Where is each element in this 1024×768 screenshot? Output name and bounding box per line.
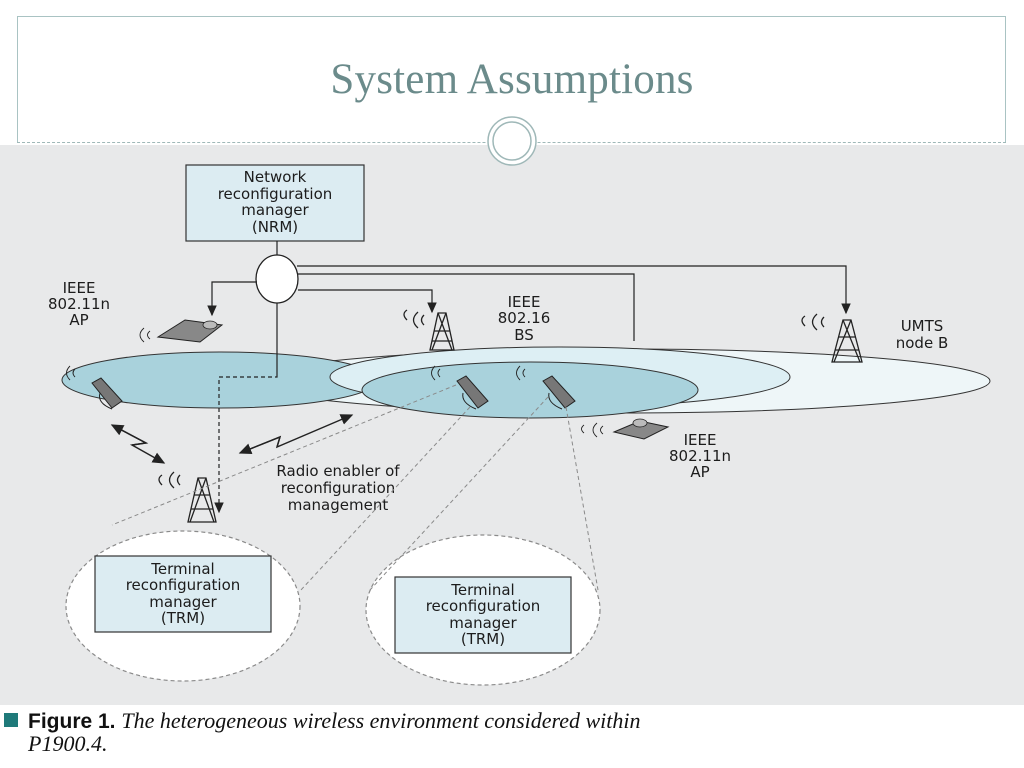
trm-left-line-2: reconfiguration: [126, 576, 241, 594]
figure-caption: Figure 1. The heterogeneous wireless env…: [4, 710, 1019, 756]
ap-left-line-3: AP: [69, 311, 88, 329]
radio-enabler-line-2: reconfiguration: [281, 479, 396, 497]
title-frame: [17, 16, 1006, 142]
umts-tower-icon: [801, 313, 863, 363]
link-to-umts: [297, 265, 851, 315]
trm-right-line-2: reconfiguration: [426, 597, 541, 615]
bs-line-3: BS: [514, 326, 534, 344]
trm-left-line-4: (TRM): [161, 609, 205, 627]
trm-right-line-3: manager: [449, 614, 517, 632]
ap-right-coverage-ellipse: [361, 361, 699, 419]
trm-left-box: [94, 555, 272, 633]
radio-enabler-line-1: Radio enabler of: [276, 462, 400, 480]
bs-tower-icon: [403, 309, 455, 351]
dashed-link-to-tower: [214, 375, 278, 514]
nrm-box: [185, 164, 365, 242]
nrm-line-2: reconfiguration: [218, 185, 333, 203]
trm-right-line-4: (TRM): [461, 630, 505, 648]
radio-enabler-line-3: management: [288, 496, 389, 514]
caption-figure-label: Figure 1.: [28, 710, 116, 733]
terminal-right-icon: [516, 365, 576, 410]
trm-right-box: [394, 576, 572, 654]
zoom-line-1: [111, 384, 457, 526]
nrm-line-4: (NRM): [252, 218, 298, 236]
network-diagram: Network reconfiguration manager (NRM) IE…: [48, 164, 991, 686]
ap-right-line-1: IEEE: [684, 431, 717, 449]
link-to-bs: [298, 289, 437, 314]
trm-left-line-1: Terminal: [150, 560, 214, 578]
ap-left-line-1: IEEE: [63, 279, 96, 297]
zoom-line-3: [369, 396, 549, 591]
umts-line-2: node B: [896, 334, 949, 352]
bs-line-2: 802.16: [498, 309, 551, 327]
link-to-right-branch: [297, 273, 635, 341]
link-to-ap-left: [207, 281, 257, 317]
terminal-middle-icon: [431, 365, 489, 410]
nrm-line-3: manager: [241, 201, 309, 219]
bs-line-1: IEEE: [508, 293, 541, 311]
caption-text-line-1: The heterogeneous wireless environment c…: [121, 708, 641, 733]
router-oval: [255, 254, 299, 304]
caption-text-line-2: P1900.4.: [28, 731, 108, 756]
ap-right-line-3: AP: [690, 463, 709, 481]
ap-right-device-icon: [581, 418, 670, 440]
nrm-line-1: Network: [244, 168, 307, 186]
caption-bullet-icon: [4, 713, 18, 727]
terminal-left-icon: [66, 365, 123, 410]
radio-link-left: [110, 424, 166, 464]
title-ornament-icon: [487, 116, 537, 166]
zoom-line-4: [565, 406, 599, 591]
ap-left-device-icon: [139, 319, 224, 343]
ap-left-line-2: 802.11n: [48, 295, 110, 313]
figure-panel: Network reconfiguration manager (NRM) IE…: [0, 145, 1024, 705]
trm-left-line-3: manager: [149, 593, 217, 611]
trm-right-line-1: Terminal: [450, 581, 514, 599]
radio-link-middle: [238, 414, 354, 455]
small-tower-icon: [158, 471, 217, 523]
slide-title: System Assumptions: [330, 56, 694, 103]
ap-right-line-2: 802.11n: [669, 447, 731, 465]
umts-line-1: UMTS: [901, 317, 944, 335]
